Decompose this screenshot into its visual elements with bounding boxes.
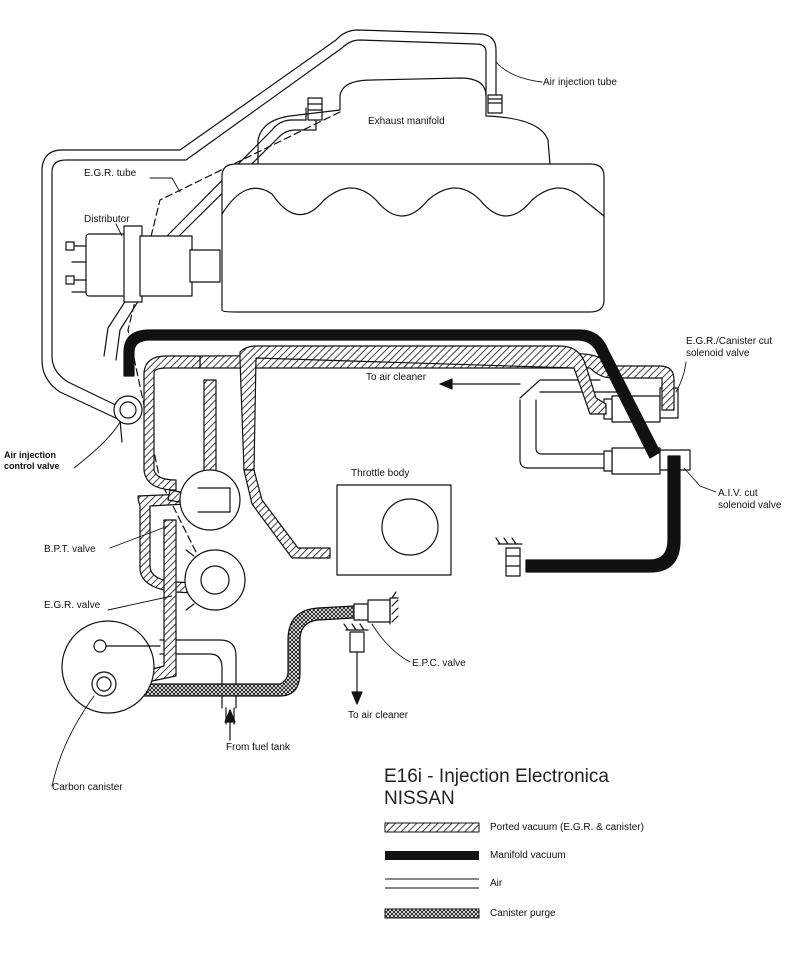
diagram-title-line2: NISSAN <box>384 788 455 809</box>
legend-item-air: Air <box>384 876 704 892</box>
legend-label: Ported vacuum (E.G.R. & canister) <box>490 822 644 833</box>
flow-arrows <box>224 378 521 741</box>
label-from-fuel-tank: From fuel tank <box>226 742 290 753</box>
bpt-valve <box>179 469 241 531</box>
carbon-canister <box>61 620 161 714</box>
legend-item-manifold-vacuum: Manifold vacuum <box>384 848 704 864</box>
vacuum-fitting <box>495 537 523 577</box>
epc-valve <box>343 591 399 669</box>
label-egr-canister-cut-solenoid-valve: E.G.R./Canister cut solenoid valve <box>686 336 773 359</box>
dashed-tube <box>127 111 341 561</box>
label-epc-valve: E.P.C. valve <box>412 658 466 669</box>
manifold-vacuum-hoses <box>123 329 681 573</box>
legend-label: Manifold vacuum <box>490 850 566 861</box>
label-egr-valve: E.G.R. valve <box>44 600 101 611</box>
legend-swatch-solid <box>385 851 479 860</box>
legend-item-ported-vacuum: Ported vacuum (E.G.R. & canister) <box>384 820 704 836</box>
diagram-title-line1: E16i - Injection Electronica <box>384 766 609 787</box>
distributor <box>65 225 221 303</box>
air-injection-control-valve <box>113 395 143 425</box>
label-to-air-cleaner-2: To air cleaner <box>348 710 409 721</box>
label-air-injection-control-valve: Air injection control valve <box>4 450 60 471</box>
legend-swatch-cross <box>384 908 480 919</box>
label-distributor: Distributor <box>84 214 130 225</box>
exhaust-manifold <box>221 77 605 313</box>
legend-label: Canister purge <box>490 908 556 919</box>
leader-lines <box>51 61 717 787</box>
throttle-body <box>336 484 452 576</box>
egr-valve <box>184 549 246 611</box>
legend-label: Air <box>490 878 503 889</box>
label-throttle-body: Throttle body <box>351 468 410 479</box>
label-aiv-cut-solenoid-valve: A.I.V. cut solenoid valve <box>718 488 782 511</box>
label-egr-tube: E.G.R. tube <box>84 168 137 179</box>
label-to-air-cleaner-1: To air cleaner <box>366 372 427 383</box>
label-air-injection-tube: Air injection tube <box>543 77 617 88</box>
label-bpt-valve: B.P.T. valve <box>44 544 96 555</box>
legend-swatch-hatch <box>384 822 480 833</box>
legend-swatch-air <box>385 878 479 889</box>
label-carbon-canister: Carbon canister <box>52 782 123 793</box>
legend-item-canister-purge: Canister purge <box>384 906 704 922</box>
air-injection-tube <box>41 29 503 443</box>
label-exhaust-manifold: Exhaust manifold <box>368 116 445 127</box>
